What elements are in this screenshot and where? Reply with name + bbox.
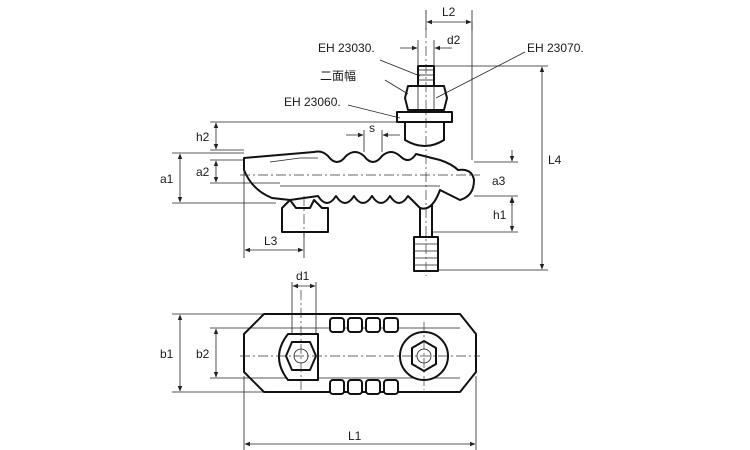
label-d2: d2 — [447, 33, 461, 47]
side-view — [240, 28, 480, 276]
label-s: s — [369, 121, 375, 135]
clamp-body — [243, 150, 475, 210]
label-eh23030: EH 23030. — [318, 41, 375, 55]
top-view — [240, 290, 480, 395]
label-eh23070: EH 23070. — [527, 41, 584, 55]
label-a3: a3 — [492, 174, 506, 188]
labels: L2 d2 EH 23030. EH 23070. 二面幅 EH 23060. … — [160, 5, 584, 443]
label-L2: L2 — [442, 5, 456, 19]
label-eh23060: EH 23060. — [284, 95, 341, 109]
dimensions — [172, 10, 548, 450]
washer — [396, 111, 453, 123]
label-d1: d1 — [296, 269, 310, 283]
label-b2: b2 — [196, 347, 210, 361]
label-b1: b1 — [160, 347, 174, 361]
hex-nut — [404, 85, 448, 111]
label-L4: L4 — [548, 153, 562, 167]
label-L1: L1 — [348, 429, 362, 443]
label-L3: L3 — [264, 234, 278, 248]
pressure-pad — [281, 199, 329, 233]
label-a1: a1 — [160, 172, 174, 186]
label-h2: h2 — [196, 130, 210, 144]
label-a2: a2 — [196, 165, 210, 179]
spherical-seat — [404, 121, 445, 147]
label-h1: h1 — [493, 208, 507, 222]
serrations-top — [329, 317, 399, 395]
label-flats: 二面幅 — [320, 68, 356, 83]
